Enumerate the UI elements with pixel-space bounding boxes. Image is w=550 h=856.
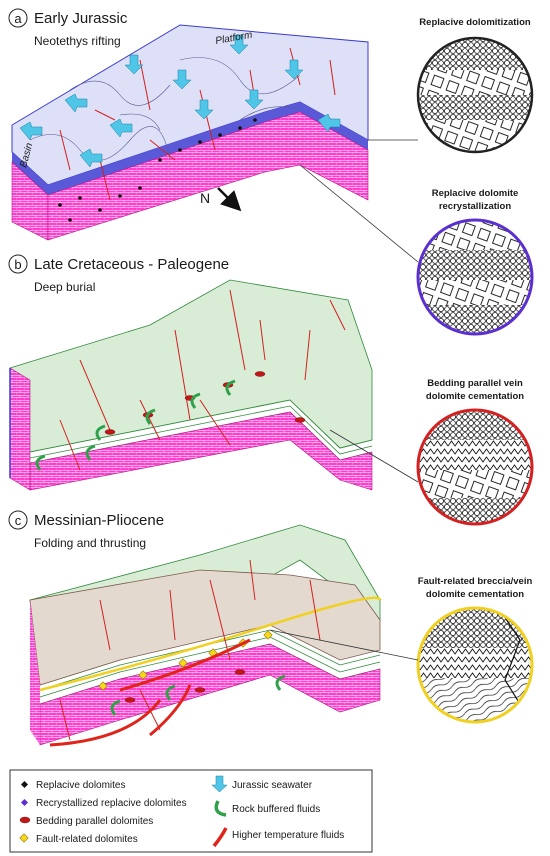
inset-4-ring	[416, 606, 534, 724]
north-arrow-icon	[217, 187, 242, 212]
thrust-surface	[29, 569, 381, 686]
panel-c: c Messinian-Pliocene Folding and thrusti…	[8, 510, 382, 747]
panel-c-front-left	[30, 600, 40, 745]
inset-4-caption-line-2: dolomite cementation	[426, 589, 524, 600]
panel-b-subtitle: Deep burial	[34, 280, 95, 294]
panel-b-front	[29, 411, 373, 491]
legend-replacive: Replacive dolomites	[36, 780, 126, 791]
replacive-dolomite-icon	[20, 780, 29, 789]
inset-1-ring	[416, 36, 534, 154]
inset-3-caption-line-2: dolomite cementation	[426, 391, 524, 402]
rock-buffered-icon	[214, 800, 227, 817]
platform-texture	[29, 57, 301, 161]
thrust-fault-line	[39, 596, 382, 692]
panel-b-faults	[59, 289, 346, 471]
rock-buffered-arrows-c	[110, 674, 286, 716]
inset-2-ring	[416, 218, 534, 336]
rock-buffered-arrows-b	[35, 379, 236, 471]
inset-1: Replacive dolomitization	[368, 17, 534, 154]
north-label: N	[200, 190, 210, 206]
panel-b: b Late Cretaceous - Paleogene Deep buria…	[8, 254, 373, 491]
fault-related-icon	[19, 833, 29, 843]
recrystallized-dolomite-icon	[20, 798, 29, 807]
legend-higher-temperature: Higher temperature fluids	[232, 830, 344, 841]
panel-a: a Early Jurassic Neotethys rifting	[8, 8, 369, 241]
legend-seawater: Jurassic seawater	[232, 780, 313, 791]
higher-temperature-arrows	[49, 638, 251, 747]
legend: Replacive dolomites Recrystallized repla…	[9, 769, 373, 853]
panel-b-title: Late Cretaceous - Paleogene	[34, 256, 229, 273]
seawater-arrow-icon	[211, 775, 228, 793]
panel-a-title: Early Jurassic	[34, 10, 128, 27]
legend-rock-buffered: Rock buffered fluids	[232, 804, 320, 815]
panel-a-letter-circle	[8, 8, 28, 28]
panel-c-faults	[59, 559, 321, 741]
inset-3: Bedding parallel vein dolomite cementati…	[329, 378, 534, 526]
panel-c-letter: c	[15, 513, 22, 528]
panel-a-blue-rim	[12, 102, 368, 195]
inset-4-leader	[269, 629, 419, 661]
legend-recrystallized: Recrystallized replacive dolomites	[36, 798, 187, 809]
higher-temperature-icon	[212, 827, 228, 848]
inset-3-caption-line-1: Bedding parallel vein	[427, 378, 523, 389]
panel-c-title: Messinian-Pliocene	[34, 512, 164, 529]
inset-3-leader	[329, 429, 419, 483]
legend-box	[9, 769, 373, 853]
panel-b-letter-circle	[8, 254, 28, 274]
inset-2-leader	[299, 164, 419, 263]
bedding-parallel-icon	[19, 816, 31, 824]
inset-2-caption-line-1: Replacive dolomite	[432, 188, 519, 199]
replacive-dolomite-markers	[58, 118, 257, 222]
panel-b-letter: b	[14, 257, 21, 272]
panel-a-subtitle: Neotethys rifting	[34, 34, 121, 48]
panel-b-front-left	[9, 367, 31, 491]
seawater-arrows	[19, 34, 341, 168]
panel-c-subtitle: Folding and thrusting	[34, 536, 146, 550]
inset-2-caption-line-2: recrystallization	[439, 201, 512, 212]
inset-3-ring	[416, 408, 534, 526]
panel-a-letter: a	[14, 11, 22, 26]
inset-4-caption-line-1: Fault-related breccia/vein	[418, 576, 533, 587]
inset-1-caption: Replacive dolomitization	[419, 17, 531, 28]
bedding-parallel-markers-c	[124, 669, 246, 703]
panel-a-front-right	[47, 111, 369, 241]
legend-bedding-parallel: Bedding parallel dolomites	[36, 816, 153, 827]
panel-c-letter-circle	[8, 510, 28, 530]
legend-fault-related: Fault-related dolomites	[36, 834, 138, 845]
